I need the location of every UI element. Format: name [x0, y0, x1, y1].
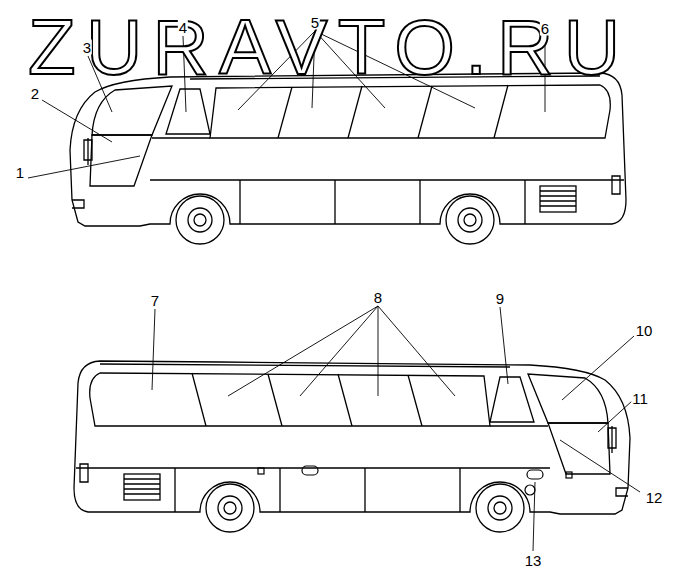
callout-number: 9	[495, 291, 505, 306]
callout-number: 11	[631, 391, 649, 406]
callout-number: 1	[15, 165, 25, 180]
callout-number: 3	[82, 40, 92, 55]
callout-number: 2	[30, 86, 40, 101]
callout-number: 13	[524, 553, 543, 568]
callout-number: 8	[373, 290, 383, 305]
bus-side-right	[74, 361, 630, 532]
callout-number: 7	[150, 293, 160, 308]
callout-number: 10	[635, 323, 654, 338]
callout-number: 4	[178, 20, 188, 35]
leader-lines	[28, 31, 640, 551]
bus-side-left	[70, 73, 626, 244]
hatches	[258, 466, 572, 495]
callout-number: 5	[310, 15, 320, 30]
callout-number: 12	[645, 490, 664, 505]
callout-number: 6	[540, 21, 550, 36]
